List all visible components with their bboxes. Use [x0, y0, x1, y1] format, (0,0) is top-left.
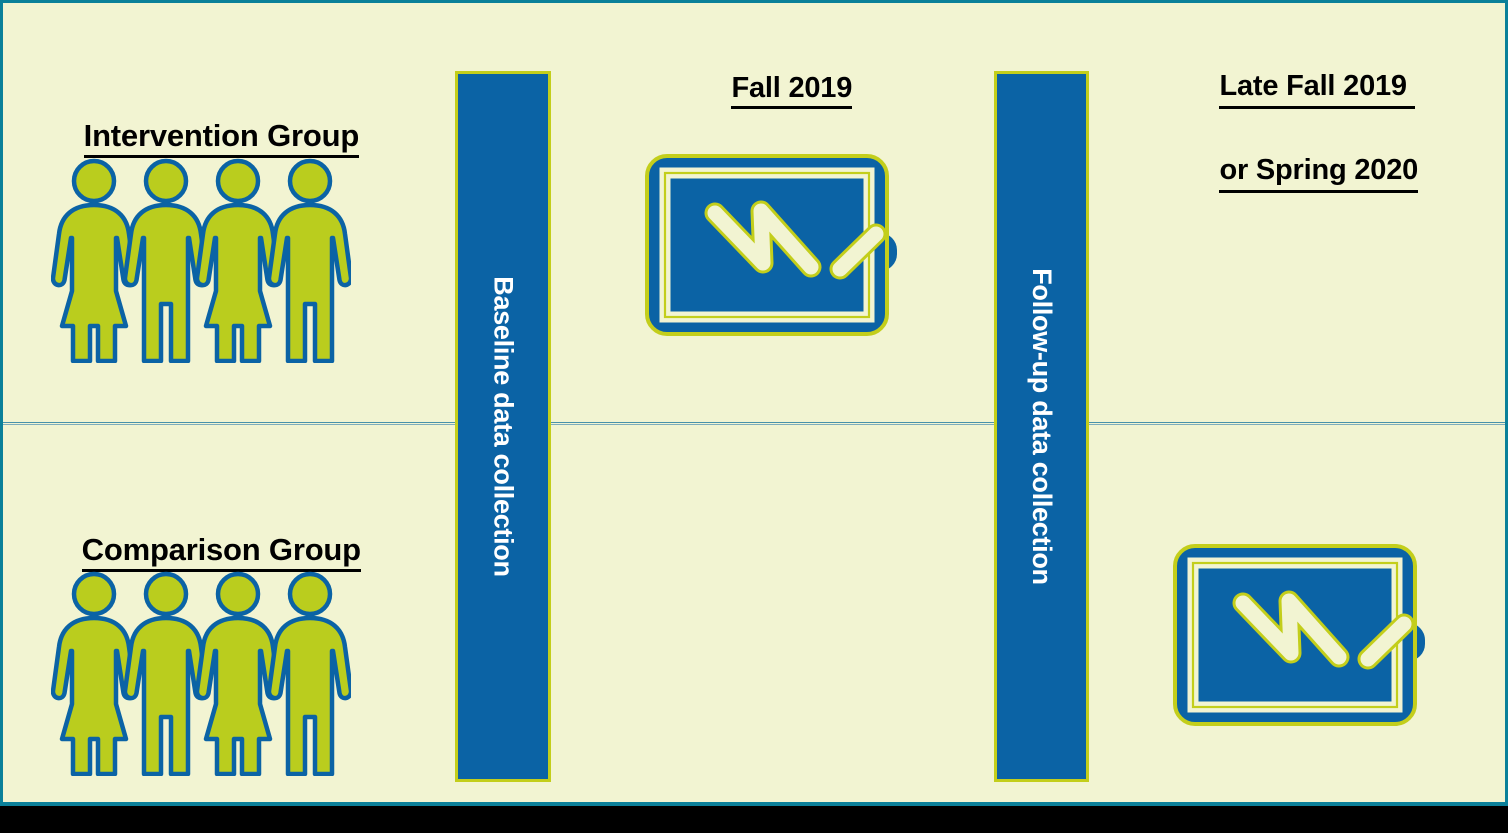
row-divider-line-2: [3, 424, 1505, 425]
people-group-icon-intervention: [50, 158, 354, 364]
baseline-data-collection-label: Baseline data collection: [488, 276, 519, 577]
followup-data-collection-label: Follow-up data collection: [1027, 268, 1058, 585]
late-fall-2019-label: Late Fall 2019: [1219, 67, 1415, 109]
diagram-slide: Intervention Group Comparison Group Fall…: [0, 0, 1508, 806]
page-title-comparison-group: Comparison Group: [48, 496, 361, 608]
fall-2019-label: Fall 2019: [731, 72, 852, 109]
whiteboard-signature-icon-intervention: [643, 151, 913, 346]
baseline-data-collection-bar: Baseline data collection: [455, 71, 551, 782]
or-spring-2020-label: or Spring 2020: [1219, 151, 1418, 193]
row-divider-line: [3, 422, 1505, 423]
people-group-icon-comparison: [50, 571, 354, 777]
comparison-group-label: Comparison Group: [81, 532, 361, 572]
followup-data-collection-bar: Follow-up data collection: [994, 71, 1089, 782]
whiteboard-signature-icon-comparison: [1171, 541, 1441, 736]
bottom-black-strip: [0, 806, 1508, 833]
page-title-intervention-group: Intervention Group: [50, 82, 359, 194]
intervention-group-label: Intervention Group: [83, 118, 359, 158]
timing-label-late-fall-2019-or-spring-2020: Late Fall 2019 or Spring 2020: [1188, 29, 1418, 235]
timing-label-fall-2019: Fall 2019: [700, 39, 852, 142]
